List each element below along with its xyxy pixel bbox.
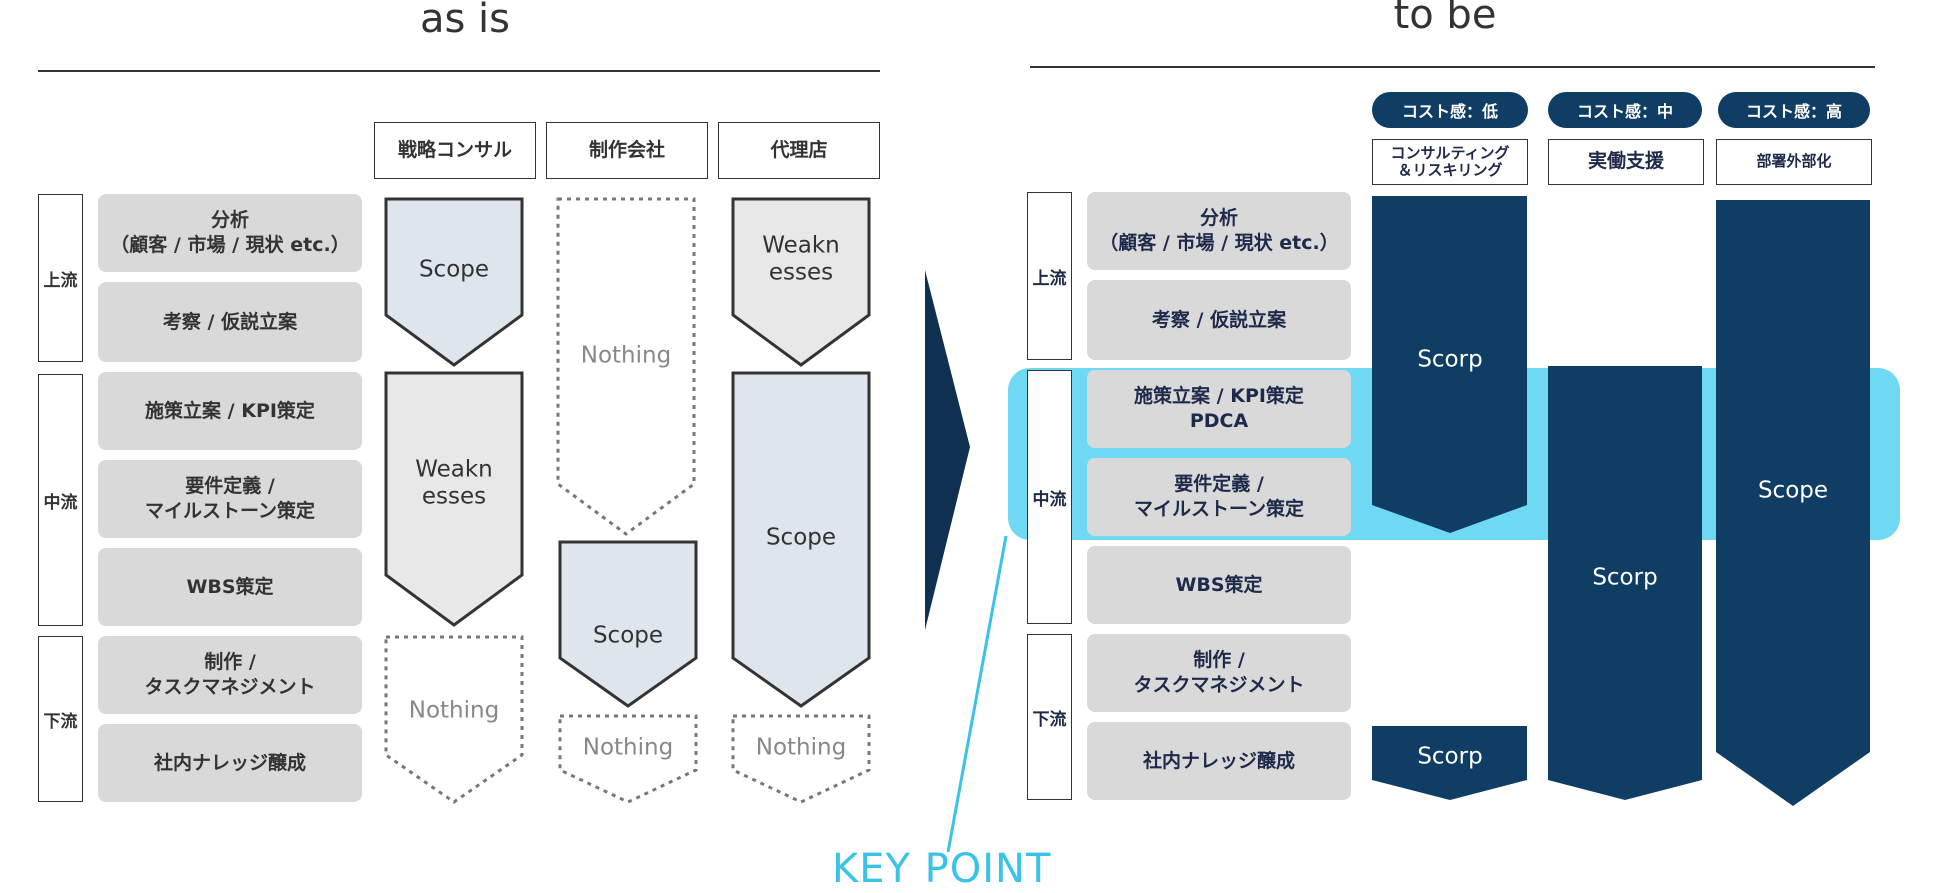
as-is-task-hypothesis: 考察 / 仮説立案 <box>98 282 362 362</box>
to-be-col1-bottom-chevron <box>1372 726 1527 800</box>
as-is-rule <box>38 70 880 72</box>
as-is-task-requirements: 要件定義 / マイルストーン策定 <box>98 460 362 538</box>
as-is-title: as is <box>419 0 511 42</box>
to-be-task-requirements: 要件定義 / マイルストーン策定 <box>1087 458 1351 536</box>
as-is-task-wbs: WBS策定 <box>98 548 362 626</box>
to-be-col2-label: Scorp <box>1592 565 1657 591</box>
as-is-col-header-consul: 戦略コンサル <box>374 122 536 179</box>
to-be-col1-top-chevron <box>1372 196 1527 533</box>
to-be-task-planning-kpi: 施策立案 / KPI策定 PDCA <box>1087 370 1351 448</box>
as-is-production-nothing-top-label: Nothing <box>581 343 671 369</box>
to-be-cost-pill-high: コスト感：高 <box>1718 92 1870 128</box>
as-is-agency-nothing-label: Nothing <box>756 735 846 761</box>
as-is-production-nothing-bottom-chevron <box>558 714 698 804</box>
as-is-consul-nothing-label: Nothing <box>409 698 499 724</box>
as-is-production-scope-label: Scope <box>593 623 663 649</box>
as-is-task-analysis: 分析 （顧客 / 市場 / 現状 etc.） <box>98 194 362 272</box>
key-point-line <box>946 535 1008 853</box>
to-be-task-hypothesis: 考察 / 仮説立案 <box>1087 280 1351 360</box>
as-is-agency-scope-chevron <box>731 371 871 708</box>
as-is-stage-upstream: 上流 <box>38 194 83 362</box>
to-be-col3-chevron <box>1716 200 1870 806</box>
to-be-col2-chevron <box>1548 366 1702 800</box>
to-be-task-production: 制作 / タスクマネジメント <box>1087 634 1351 712</box>
as-is-production-nothing-bottom-label: Nothing <box>583 735 673 761</box>
to-be-rule <box>1030 66 1875 68</box>
as-is-consul-weakness-chevron <box>384 371 524 627</box>
to-be-col-header-consulting: コンサルティング ＆リスキリング <box>1372 139 1528 185</box>
as-is-consul-scope-label: Scope <box>419 257 489 283</box>
to-be-stage-upstream: 上流 <box>1027 192 1072 360</box>
as-is-stage-midstream: 中流 <box>38 374 83 626</box>
as-is-col-header-production: 制作会社 <box>546 122 708 179</box>
as-is-consul-scope-chevron <box>384 197 524 367</box>
as-is-task-production: 制作 / タスクマネジメント <box>98 636 362 714</box>
as-is-col-header-agency: 代理店 <box>718 122 880 179</box>
to-be-task-knowledge: 社内ナレッジ醸成 <box>1087 722 1351 800</box>
to-be-task-analysis: 分析 （顧客 / 市場 / 現状 etc.） <box>1087 192 1351 270</box>
key-point-label: KEY POINT <box>832 846 1052 892</box>
to-be-task-wbs: WBS策定 <box>1087 546 1351 624</box>
as-is-production-scope-chevron <box>558 540 698 708</box>
transition-arrow <box>925 270 970 630</box>
to-be-cost-pill-low: コスト感：低 <box>1372 92 1528 128</box>
as-is-task-knowledge: 社内ナレッジ醸成 <box>98 724 362 802</box>
to-be-col-header-outsourcing: 部署外部化 <box>1716 139 1872 185</box>
as-is-agency-nothing-chevron <box>731 714 871 804</box>
to-be-cost-pill-mid: コスト感：中 <box>1548 92 1702 128</box>
to-be-stage-downstream: 下流 <box>1027 634 1072 800</box>
to-be-col3-label: Scope <box>1758 478 1828 504</box>
to-be-stage-midstream: 中流 <box>1027 370 1072 624</box>
to-be-col1-bottom-label: Scorp <box>1417 744 1482 770</box>
to-be-col1-top-label: Scorp <box>1417 347 1482 373</box>
as-is-agency-weakness-chevron <box>731 197 871 367</box>
to-be-title: to be <box>1393 0 1497 38</box>
as-is-agency-scope-label: Scope <box>766 525 836 551</box>
as-is-stage-downstream: 下流 <box>38 636 83 802</box>
to-be-col-header-execution: 実働支援 <box>1548 139 1704 185</box>
as-is-task-planning-kpi: 施策立案 / KPI策定 <box>98 372 362 450</box>
